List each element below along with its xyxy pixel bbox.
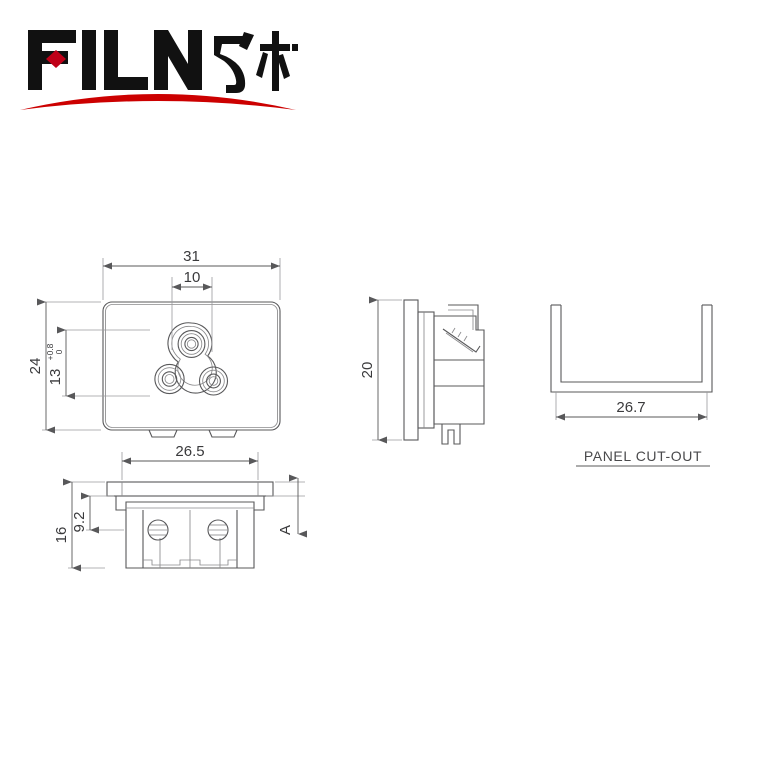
front-view-tab-left: [148, 429, 178, 438]
dim-label-16: 16: [53, 527, 70, 544]
dim-pin-spacing: 10: [172, 269, 212, 291]
three-pin-trefoil-socket: [154, 322, 229, 396]
dim-tol-lower: 0: [54, 349, 64, 354]
bottom-view: 26.5 16 9.2 A: [53, 443, 307, 572]
logo-cjk-text: [214, 31, 298, 93]
dim-tol-upper: +0.8: [45, 343, 55, 360]
dim-label-31: 31: [183, 248, 200, 265]
diamond-mark: [46, 50, 66, 68]
bottom-view-seat: [115, 496, 265, 511]
dim-inner-height-tol: 13 +0.8 0: [45, 326, 75, 400]
dim-panel-thickness: A: [277, 474, 307, 538]
dim-cutout-width: 26.7: [556, 399, 707, 421]
dim-label-13: 13: [47, 369, 64, 386]
screw-terminal-left: [147, 519, 169, 541]
panel-cutout-view: 26.7 PANEL CUT-OUT: [550, 304, 713, 467]
side-view-housing: [433, 315, 485, 425]
dim-depth-overall: 20: [359, 296, 387, 444]
bottom-view-flange: [106, 481, 274, 497]
dim-label-a: A: [277, 525, 294, 535]
dim-label-24: 24: [27, 358, 44, 375]
panel-cutout-caption: PANEL CUT-OUT: [584, 448, 702, 464]
dim-height-overall: 24: [27, 298, 55, 434]
side-view-terminals: [442, 304, 481, 353]
side-view-bottom-pin: [441, 424, 461, 445]
dim-label-9-2: 9.2: [71, 512, 88, 533]
dim-label-26-5: 26.5: [175, 443, 204, 460]
dim-seat-height: 9.2: [71, 492, 99, 534]
front-view: 31 10 24 13 +0.8 0: [27, 248, 281, 438]
dim-label-26-7: 26.7: [616, 399, 645, 416]
dim-width-overall: 31: [103, 248, 280, 270]
dim-label-20: 20: [359, 362, 376, 379]
front-view-body: [102, 301, 281, 431]
dim-label-10: 10: [184, 269, 201, 286]
dim-body-height: 16: [53, 478, 81, 572]
red-arc-swoosh: [20, 94, 296, 110]
panel-cutout-profile: [550, 305, 713, 393]
logo-latin-text: [28, 30, 202, 90]
side-view-neck: [417, 311, 435, 429]
brand-logo: [18, 14, 298, 118]
side-view: 20: [359, 296, 485, 445]
dim-flange-width: 26.5: [122, 443, 258, 465]
side-view-flange: [403, 299, 419, 441]
screw-terminal-right: [207, 519, 229, 541]
front-view-tab-right: [208, 429, 238, 438]
logo-svg: [20, 30, 298, 110]
